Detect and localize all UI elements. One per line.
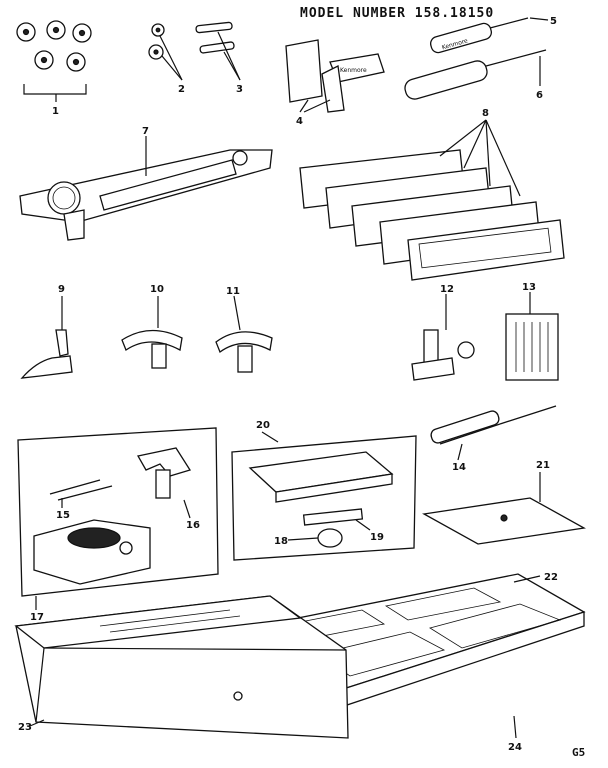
callout-17: 17 [30,612,44,623]
part-4-booklet-and-tool: Kenmore [285,39,385,113]
inset-frame-15-17 [17,427,219,610]
part-13-needle-pack [505,292,559,381]
part-5-small-screwdriver: Kenmore [430,17,549,54]
callout-18: 18 [274,536,288,547]
callout-9: 9 [58,284,65,295]
callout-12: 12 [440,284,454,295]
callout-14: 14 [452,462,466,473]
callout-8: 8 [482,108,489,119]
part-21-plate [422,472,586,545]
callout-10: 10 [150,284,164,295]
callout-21: 21 [536,460,550,471]
callout-1: 1 [52,106,59,117]
part-8-pattern-cams [299,119,565,281]
callout-22: 22 [544,572,558,583]
model-number-title: MODEL NUMBER 158.18150 [300,6,495,21]
callout-numbers: 1 2 3 4 5 6 7 8 9 10 11 12 13 14 15 16 1… [18,16,558,753]
part-2-washers [148,23,183,81]
callout-20: 20 [256,420,270,431]
callout-15: 15 [56,510,70,521]
callout-24: 24 [508,742,522,753]
callout-19: 19 [370,532,384,543]
part-12-foot-attachment [411,294,475,381]
callout-6: 6 [536,90,543,101]
part-3-pins [195,21,241,81]
callout-5: 5 [550,16,557,27]
tool-brand-mark: Kenmore [340,67,367,74]
callout-7: 7 [142,126,149,137]
callout-23: 23 [18,722,32,733]
callout-11: 11 [226,286,240,297]
part-6-large-screwdriver [404,49,547,100]
part-11-presser-foot [215,295,273,373]
callout-16: 16 [186,520,200,531]
part-10-presser-foot [121,296,183,369]
inset-frame-18-20 [231,431,417,561]
part-7-attachment-plate [19,136,273,241]
figure-code: G5 [572,746,586,759]
callout-3: 3 [236,84,243,95]
callout-13: 13 [522,282,536,293]
part-24-leader [513,715,517,739]
part-1-bobbins [16,20,92,102]
part-14-oiler-and-brush [430,405,557,461]
callout-4: 4 [296,116,303,127]
part-23-carrying-case [14,595,349,739]
callout-2: 2 [178,84,185,95]
part-9-presser-foot [20,296,73,379]
